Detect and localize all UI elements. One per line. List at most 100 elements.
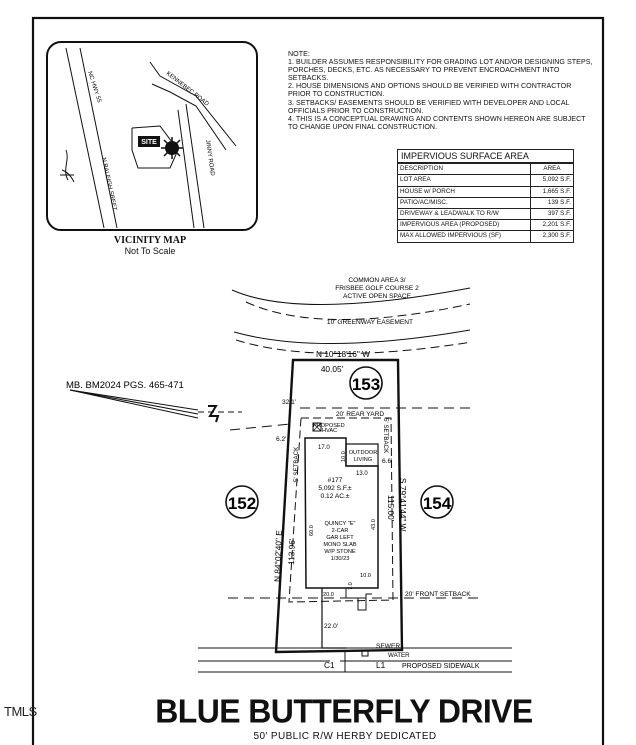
- setback-envelope: [288, 417, 394, 603]
- road-label-raleigh: N RALEIGH SREET: [100, 157, 117, 211]
- vicinity-map-subtitle: Not To Scale: [124, 246, 176, 256]
- common-area-line-2: FRISBEE GOLF COURSE 2: [335, 285, 419, 292]
- sewer-label: SEWER: [376, 643, 400, 650]
- vicinity-map-title: VICINITY MAP: [113, 235, 187, 246]
- dim-10-b: 10.0: [360, 573, 371, 579]
- road-jinny-line: [185, 103, 205, 229]
- leadwalk: [345, 588, 372, 611]
- house-model-1: QUINCY "E": [325, 521, 356, 527]
- lot-info-3: 0.12 AC.±: [321, 493, 350, 500]
- road-kennebec-line: [149, 61, 237, 147]
- table-row: MAX ALLOWED IMPERVIOUS (SF)2,300 S.F.: [397, 230, 574, 243]
- lot-number-153: 153: [352, 375, 380, 394]
- row-desc: PATIO/AC/MISC.: [397, 196, 531, 209]
- street-subtitle: 50' PUBLIC R/W HERBY DEDICATED: [253, 731, 437, 742]
- note-2: 2. HOUSE DIMENSIONS AND OPTIONS SHOULD B…: [288, 82, 572, 99]
- hvac-label-1: PROPOSED: [313, 423, 345, 429]
- hvac-pad: [312, 422, 322, 432]
- outdoor-living-pad: [345, 443, 379, 467]
- right-offset: 6.6': [382, 458, 392, 465]
- vicinity-map-frame: [46, 41, 258, 231]
- lot-number-152: 152: [228, 494, 256, 513]
- impervious-col-area: AREA: [530, 162, 574, 176]
- sheet-border: [31, 16, 605, 745]
- rear-yard-label: 20' REAR YARD: [336, 411, 385, 418]
- front-setback-label: 20' FRONT SETBACK: [405, 591, 471, 598]
- left-setback-label: 5' SETBACK: [293, 446, 300, 482]
- notes-header: NOTE:: [288, 50, 310, 58]
- left-offset: 6.2': [276, 436, 286, 443]
- right-distance: 115.00': [386, 495, 396, 522]
- impervious-table: IMPERVIOUS SURFACE AREA DESCRIPTION AREA…: [397, 149, 574, 243]
- street-lines: [198, 647, 512, 673]
- north-bearing: N 10°18'16" W: [316, 349, 370, 359]
- notes-block: NOTE: 1. BUILDER ASSUMES RESPONSIBILITY …: [288, 50, 593, 131]
- adjacent-lot-lines: [228, 407, 480, 599]
- left-top-dimension: 32.1': [282, 399, 296, 406]
- row-area: 397 S.F.: [530, 207, 574, 221]
- row-area: 139 S.F.: [530, 196, 574, 209]
- north-distance: 40.05': [321, 364, 344, 374]
- right-bearing: S 79°41'44" W: [398, 478, 408, 532]
- road-label-jinny: JINNY ROAD: [204, 139, 215, 176]
- row-desc: MAX ALLOWED IMPERVIOUS (SF): [397, 230, 531, 243]
- lot-152-circle: [225, 485, 259, 519]
- note-1: 1. BUILDER ASSUMES RESPONSIBILITY FOR GR…: [288, 58, 593, 83]
- row-area: 1,665 S.F.: [530, 185, 574, 198]
- tributary-mark: [60, 149, 75, 183]
- sidewalk-label: PROPOSED SIDEWALK: [402, 663, 480, 670]
- site-parcel: [131, 125, 179, 169]
- north-arrow-icon: [208, 405, 220, 423]
- driveway-dimension: 22.0': [324, 623, 338, 630]
- row-desc: LOT AREA: [397, 174, 531, 187]
- row-area: 2,300 S.F.: [530, 230, 574, 243]
- road-jinny-line-2: [177, 109, 195, 229]
- row-desc: HOUSE w/ PORCH: [397, 185, 531, 198]
- common-area-lines: [231, 287, 473, 354]
- left-distance: 113.96': [286, 538, 297, 565]
- watermark-logo: TMLS: [4, 704, 37, 719]
- lot-info-2: 5,092 S.F.±: [318, 485, 352, 492]
- left-bearing: N 84°02'40" E: [272, 530, 284, 582]
- vicinity-map: [60, 47, 237, 229]
- sewer-water-box: [361, 649, 369, 657]
- outdoor-living-2: LIVING: [354, 457, 372, 463]
- dim-10-a: 10.0: [341, 451, 347, 462]
- driveway: [321, 588, 346, 649]
- house-model-3: GAR LEFT: [326, 535, 354, 541]
- lot-info-1: #177: [328, 477, 343, 484]
- row-area: 5,092 S.F.: [530, 174, 574, 187]
- dim-60: 60.0: [309, 525, 315, 536]
- row-area: 2,201 S.F.: [530, 219, 574, 232]
- mb-reference: MB. BM2024 PGS. 465-471: [66, 380, 184, 391]
- greenway-easement-label: 10' GREENWAY EASEMENT: [327, 319, 413, 326]
- lot-number-154: 154: [423, 494, 452, 513]
- road-hwy-55-line: [65, 47, 105, 229]
- row-desc: DRIVEWAY & LEADWALK TO R/W: [397, 207, 531, 221]
- lot-154-circle: [420, 485, 454, 519]
- curve-c1: C1: [324, 660, 335, 670]
- road-hwy-55-line-2: [79, 47, 118, 229]
- site-label-box: [138, 136, 160, 147]
- outdoor-living-1: OUTDOOR: [349, 450, 378, 456]
- house-model-4: MONO SLAB: [323, 542, 357, 548]
- mb-leader: [69, 389, 242, 419]
- right-setback-label: 5' SETBACK: [382, 418, 389, 454]
- table-row: IMPERVIOUS AREA (PROPOSED)2,201 S.F.: [397, 219, 574, 232]
- water-label: WATER: [388, 652, 410, 659]
- impervious-title: IMPERVIOUS SURFACE AREA: [397, 149, 574, 165]
- lot-boundary: [274, 358, 404, 654]
- house-model-5: W/P STONE: [324, 549, 355, 555]
- row-desc: IMPERVIOUS AREA (PROPOSED): [397, 219, 531, 232]
- line-l1: L1: [376, 660, 386, 670]
- note-4: 4. THIS IS A CONCEPTUAL DRAWING AND CONT…: [288, 114, 586, 131]
- impervious-col-desc: DESCRIPTION: [397, 162, 531, 176]
- site-marker: [161, 137, 183, 159]
- house-model-6: 1/30/23: [331, 556, 350, 562]
- lot-153-circle: [349, 366, 383, 400]
- dim-13: 13.0: [356, 471, 368, 477]
